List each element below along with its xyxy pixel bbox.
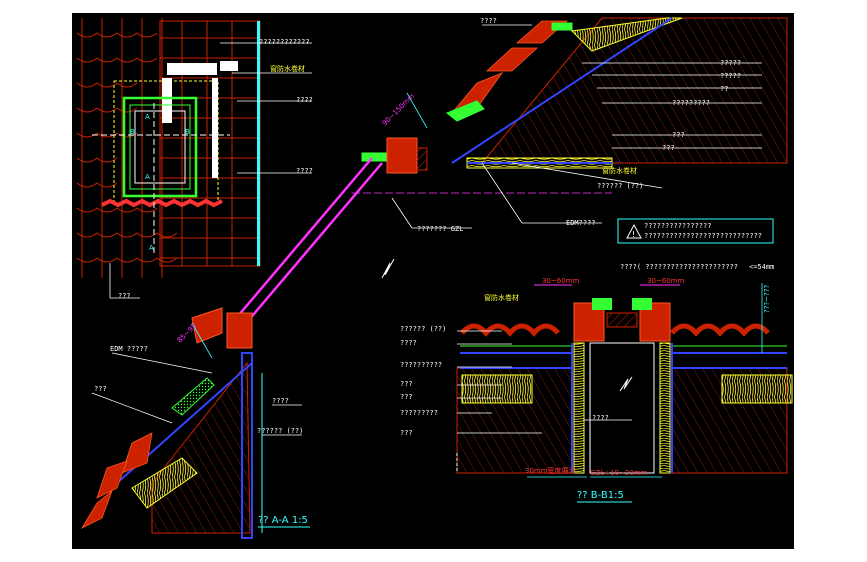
plan-marker-a-bottom: A — [145, 173, 150, 181]
section-b-label-right-vert: ???~??? — [763, 285, 771, 313]
cad-canvas: B B A A A ???????????? 窗防水卷材 ???? ???? — [72, 13, 794, 549]
section-b-label-top-dim: <=54mm — [749, 263, 774, 271]
section-a-label-edm-right: EDM???? — [566, 219, 596, 227]
section-b-dim-right: 30~60mm — [647, 277, 684, 285]
section-a-label-r2: ?? — [720, 85, 728, 93]
warning-line1: ???????????????? — [644, 222, 711, 230]
plan-label-bottom: ??? — [118, 292, 131, 300]
section-b-dim-left: 30~60mm — [542, 277, 579, 285]
section-b-label-l1: ???? — [400, 339, 417, 347]
section-a-label-r5: ??? — [662, 144, 675, 152]
section-b-dim-bottom-right: GZL+10~20mm — [590, 469, 647, 477]
warning-icon — [626, 223, 642, 239]
plan-marker-b-left: B — [130, 128, 135, 136]
section-a-label-right-low1: ???? — [272, 397, 289, 405]
section-b-label-top: ????( ?????????????????????? — [620, 263, 738, 271]
section-b-label-l3: ??? — [400, 380, 413, 388]
section-b-view: 30~60mm 30~60mm 窗防水卷材 ????( ????????????… — [400, 263, 793, 503]
section-a-membrane-right: 窗防水卷材 — [602, 166, 637, 175]
section-b-title: ?? B-B1:5 — [577, 490, 624, 501]
section-b-label-l5: ????????? — [400, 409, 438, 417]
section-a-dim-top: 90~150mm — [381, 92, 416, 127]
section-b-dim-bottom-left: 30mm宽度展示 — [525, 466, 576, 475]
section-b-label-l4: ??? — [400, 393, 413, 401]
plan-marker-a-lower: A — [149, 244, 154, 252]
plan-label-mid: ???? — [296, 96, 313, 104]
section-b-label-l2: ?????????? — [400, 361, 442, 369]
warning-line2: ???????????????????????????? — [644, 232, 762, 240]
section-a-label-right-low2: ?????? (??) — [257, 427, 303, 435]
section-a-label-top: ???? — [480, 17, 497, 25]
section-b-label-l0: ?????? (??) — [400, 325, 446, 333]
section-a-label-r1: ????? — [720, 72, 741, 80]
plan-label-low: ???? — [296, 167, 313, 175]
section-a-label-profile: ??????? GZL — [417, 225, 463, 233]
section-a-label-edm-left: EDM ????? — [110, 345, 148, 353]
section-b-membrane: 窗防水卷材 — [484, 293, 519, 302]
plan-label-membrane: 窗防水卷材 — [270, 64, 305, 73]
section-a-label-r0: ????? — [720, 59, 741, 67]
section-a-view: ???? ????? ????? ?? ????????? ??? ??? 窗防… — [80, 17, 788, 539]
section-a-label-r3: ????????? — [672, 99, 710, 107]
section-a-label-left-low: ??? — [94, 385, 107, 393]
section-b-label-l6: ??? — [400, 429, 413, 437]
plan-view: B B A A A ???????????? 窗防水卷材 ???? ???? — [76, 18, 313, 300]
plan-label-top: ???????????? — [259, 38, 310, 46]
section-a-title: ?? A-A 1:5 — [258, 515, 308, 526]
plan-marker-a-top: A — [145, 113, 150, 121]
plan-marker-b-right: B — [185, 128, 190, 136]
svg-text:!: ! — [632, 230, 635, 239]
section-a-label-pvc: ?????? (??) — [597, 182, 643, 190]
warning-box: ! ???????????????? ?????????????????????… — [617, 218, 774, 244]
section-b-label-center: ???? — [592, 414, 609, 422]
section-a-label-r4: ??? — [672, 131, 685, 139]
